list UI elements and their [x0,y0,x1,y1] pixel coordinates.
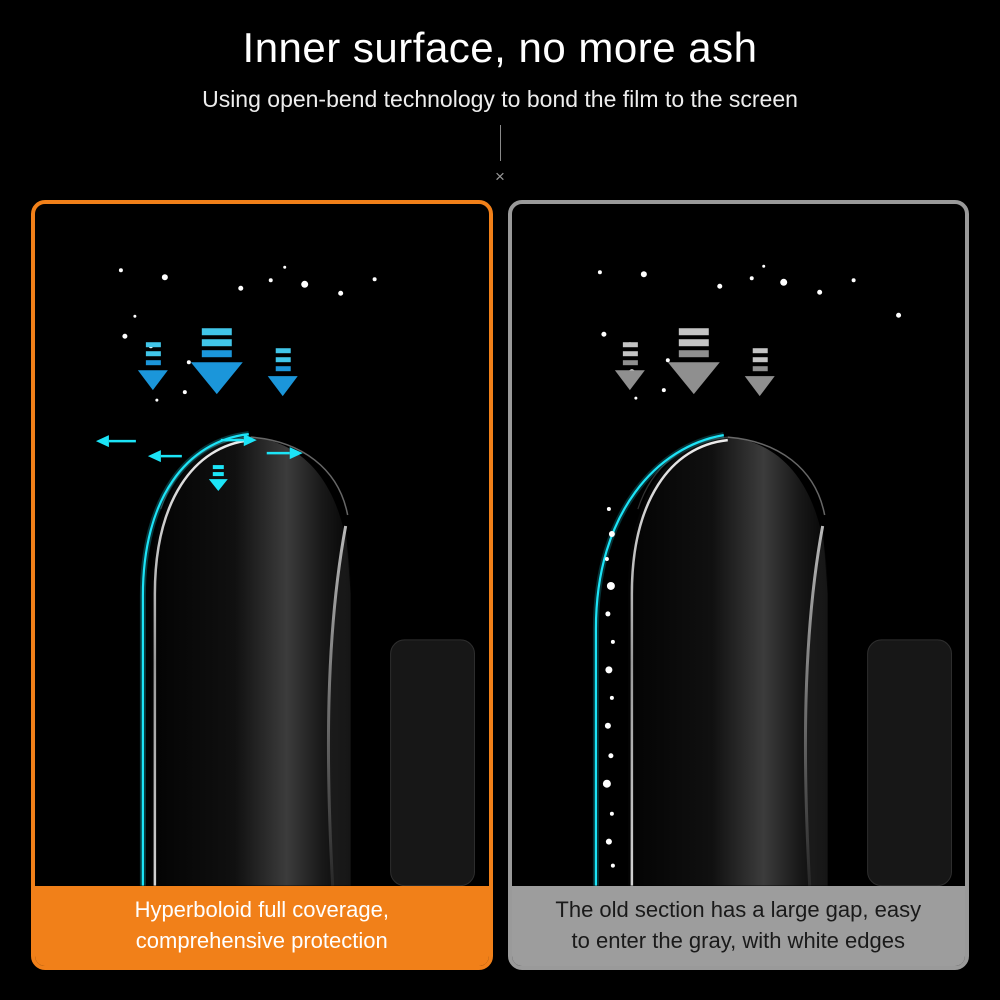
film-edge-line-with-gap [592,432,724,886]
down-arrows-icon [614,328,775,397]
new-film-art [35,204,489,886]
old-film-caption: The old section has a large gap, easy to… [511,886,965,966]
divider-line [499,125,501,161]
mini-down-arrow-icon [208,465,228,492]
down-arrow-small-right-icon [267,348,298,397]
down-arrow-small-left-icon [137,342,168,391]
background-slab [866,639,952,886]
old-film-illustration [592,264,952,886]
down-arrow-large-icon [190,328,243,395]
times-symbol: × [495,167,505,186]
down-arrow-small-left-icon [614,342,645,391]
hyperboloid-film-illustration [95,265,476,886]
gap-dust-dots [602,507,615,868]
page-title: Inner surface, no more ash [242,24,758,71]
header: Inner surface, no more ash Using open-be… [0,0,1000,185]
caption-line2: comprehensive protection [135,928,388,953]
caption-line1: Hyperboloid full coverage, [134,897,389,923]
down-arrows-icon [137,328,298,397]
caption-line2: to enter the gray, with white edges [571,928,905,953]
page-subtitle: Using open-bend technology to bond the f… [202,86,798,112]
dust-dots [597,264,901,400]
old-film-art [512,204,966,886]
phone-render [150,436,476,886]
comparison-panels: Hyperboloid full coverage, comprehensive… [0,200,1000,970]
caption-line1: The old section has a large gap, easy [555,897,922,923]
down-arrow-small-right-icon [744,348,775,397]
new-film-caption: Hyperboloid full coverage, comprehensive… [35,886,489,966]
background-slab [390,639,476,886]
down-arrow-large-icon [667,328,720,395]
old-film-panel: The old section has a large gap, easy to… [507,200,969,970]
new-film-panel: Hyperboloid full coverage, comprehensive… [31,200,493,970]
wrap-direction-arrows-icon [95,434,303,492]
phone-render [627,436,952,886]
